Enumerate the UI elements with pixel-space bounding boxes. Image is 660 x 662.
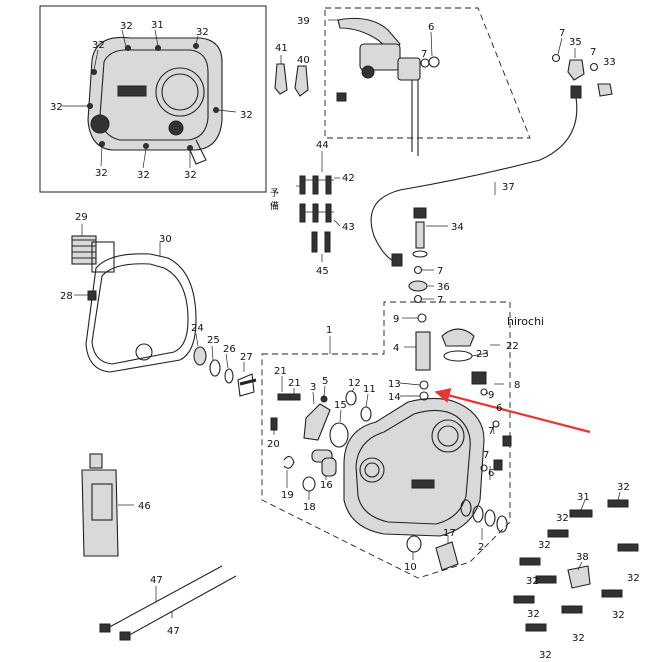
label-32: 32 [50, 102, 63, 113]
label-30: 30 [159, 234, 172, 245]
label-32: 32 [572, 633, 585, 644]
label-22: 22 [506, 341, 519, 352]
label-2: 2 [478, 542, 484, 553]
label-32: 32 [196, 27, 209, 38]
label-32: 32 [137, 170, 150, 181]
label-32: 32 [92, 40, 105, 51]
label-26: 26 [223, 344, 236, 355]
bolt-set [513, 491, 639, 632]
label-32: 32 [526, 576, 539, 587]
label-8: 8 [514, 380, 520, 391]
label-27: 27 [240, 352, 253, 363]
label-7: 7 [559, 28, 565, 39]
label-47: 47 [150, 575, 163, 586]
label-29: 29 [75, 212, 88, 223]
label-44: 44 [316, 140, 329, 151]
label-21: 21 [288, 378, 301, 389]
label-38: 38 [576, 552, 589, 563]
inset-cover-view [39, 5, 267, 193]
spare-label: 予 [270, 188, 279, 199]
label-9: 9 [488, 390, 494, 401]
label-42: 42 [342, 173, 355, 184]
label-1: 1 [326, 325, 332, 336]
gasket-and-gear [71, 224, 197, 373]
label-13: 13 [388, 379, 401, 390]
label-32: 32 [556, 513, 569, 524]
clutch-cable [370, 37, 613, 267]
label-3: 3 [310, 382, 316, 393]
clutch-lever-group [274, 7, 531, 156]
label-35: 35 [569, 37, 582, 48]
label-7: 7 [483, 450, 489, 461]
cable-adjuster [408, 207, 448, 304]
label-19: 19 [281, 490, 294, 501]
label-7: 7 [590, 47, 596, 58]
label-46: 46 [138, 501, 151, 512]
cable-ties [99, 565, 237, 641]
label-32: 32 [539, 650, 552, 661]
label-18: 18 [303, 502, 316, 513]
label-31: 31 [151, 20, 164, 31]
label-43: 43 [342, 222, 355, 233]
label-17: 17 [443, 528, 456, 539]
label-39: 39 [297, 16, 310, 27]
oil-bottle [81, 453, 134, 557]
label-6: 6 [496, 403, 502, 414]
label-32: 32 [120, 21, 133, 32]
spare-bolts [296, 151, 341, 262]
part-labels: 32 31 32 32 32 32 32 32 32 39 6 41 40 7 … [50, 16, 640, 661]
label-32: 32 [612, 610, 625, 621]
label-34: 34 [451, 222, 464, 233]
label-45: 45 [316, 266, 329, 277]
label-36: 36 [437, 282, 450, 293]
label-7: 7 [437, 266, 443, 277]
label-28: 28 [60, 291, 73, 302]
label-11: 11 [363, 384, 376, 395]
label-7: 7 [437, 295, 443, 306]
label-10: 10 [404, 562, 417, 573]
label-23: 23 [476, 349, 489, 360]
label-33: 33 [603, 57, 616, 68]
label-6: 6 [428, 22, 434, 33]
shaft-seals [193, 333, 257, 397]
highlight-arrow [434, 388, 591, 434]
spare-label: 備 [270, 200, 279, 212]
label-32: 32 [527, 609, 540, 620]
label-25: 25 [207, 335, 220, 346]
label-20: 20 [267, 439, 280, 450]
label-7: 7 [421, 49, 427, 60]
label-9: 9 [393, 314, 399, 325]
label-32: 32 [627, 573, 640, 584]
label-16: 16 [320, 480, 333, 491]
label-15: 15 [334, 400, 347, 411]
label-32: 32 [95, 168, 108, 179]
label-32: 32 [184, 170, 197, 181]
label-32: 32 [240, 110, 253, 121]
label-7: 7 [488, 426, 494, 437]
label-32: 32 [617, 482, 630, 493]
crankcase-cover-group [261, 301, 512, 579]
label-37: 37 [502, 182, 515, 193]
label-32: 32 [538, 540, 551, 551]
label-21: 21 [274, 366, 287, 377]
label-24: 24 [191, 323, 204, 334]
label-14: 14 [388, 392, 401, 403]
label-5: 5 [322, 376, 328, 387]
label-31: 31 [577, 492, 590, 503]
label-6: 6 [488, 468, 494, 479]
watermark: hirochi [507, 315, 544, 328]
label-12: 12 [348, 378, 361, 389]
label-40: 40 [297, 55, 310, 66]
label-47: 47 [167, 626, 180, 637]
label-41: 41 [275, 43, 288, 54]
label-4: 4 [393, 343, 399, 354]
